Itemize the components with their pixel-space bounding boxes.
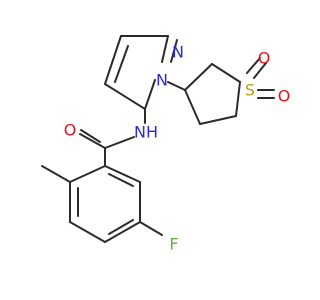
atom-nh-amide: NH — [134, 123, 158, 142]
sulfolane-ring — [184, 57, 275, 125]
pyrazole-ring — [104, 35, 178, 110]
atom-o-sulfone-top: O — [258, 49, 271, 68]
atom-f-fluoro: F — [169, 235, 178, 254]
structure-drawing: N N NH O S O O F — [41, 35, 291, 254]
benzene-ring — [41, 165, 163, 243]
amide-linkage — [79, 108, 146, 167]
molecule-diagram: N N NH O S O O F — [41, 35, 291, 254]
n-to-thiolane-bond — [167, 81, 186, 91]
atom-o-carbonyl: O — [64, 121, 77, 140]
atom-n-pyrazole-top: N — [172, 43, 184, 62]
atom-s-sulfone: S — [245, 81, 255, 100]
atom-labels: N N NH O S O O F — [64, 43, 291, 254]
atom-o-sulfone-right: O — [278, 87, 291, 106]
atom-n-pyrazole-bottom: N — [156, 71, 168, 90]
